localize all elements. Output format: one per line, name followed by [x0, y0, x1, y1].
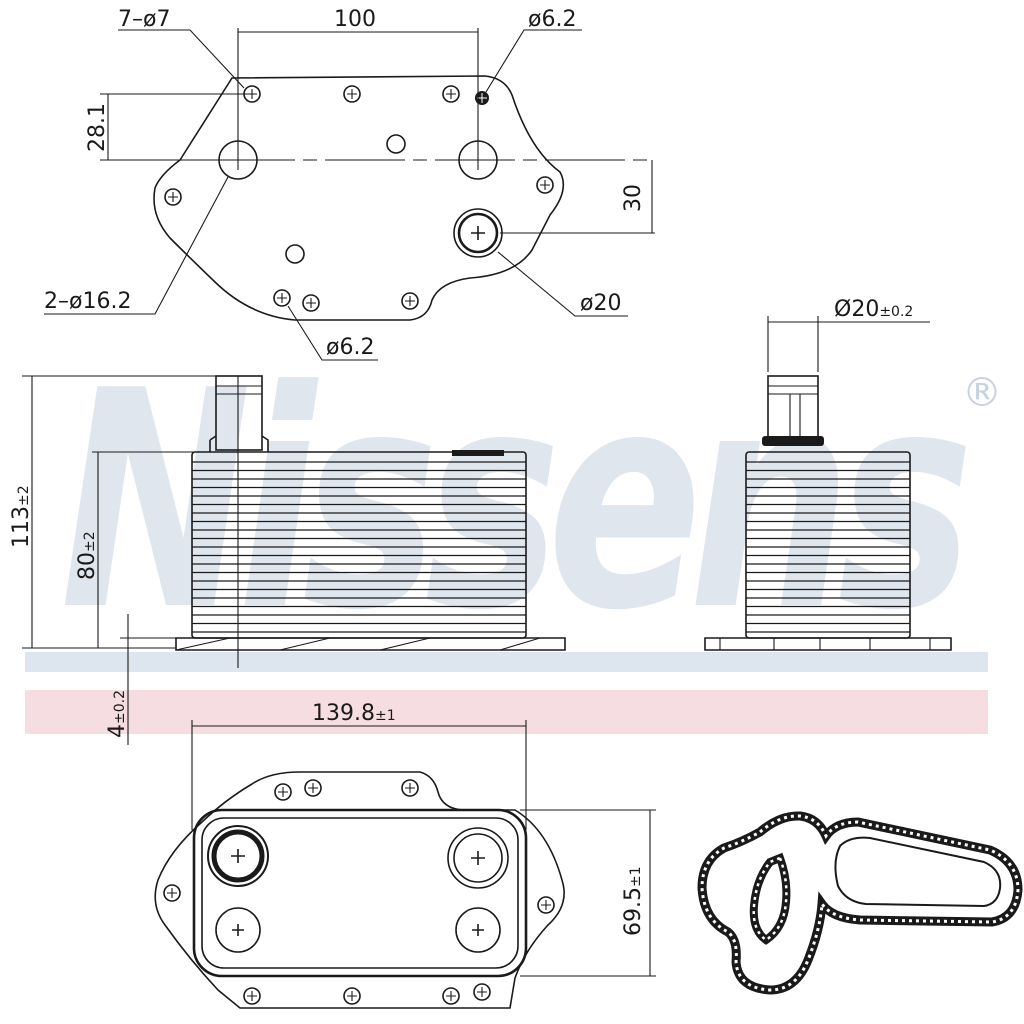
side-view: Ø20±0.2 — [704, 297, 952, 651]
dim-spacing-100: 100 — [237, 7, 479, 170]
bottom-view: 139.8±1 69.5±1 — [154, 701, 656, 1009]
gasket-seal — [697, 811, 1023, 995]
label-113: 113±2 — [9, 485, 34, 548]
port-ring — [447, 827, 509, 889]
side-base-plate — [704, 637, 952, 651]
mount-hole — [163, 884, 181, 902]
port-ring — [207, 825, 269, 887]
plate-outline — [153, 75, 565, 321]
dim-offset-30: 30 — [500, 160, 655, 234]
label-pipe-20: Ø20±0.2 — [834, 297, 913, 322]
mount-hole — [536, 176, 554, 194]
label-69-5: 69.5±1 — [621, 866, 646, 936]
front-stack-cap — [452, 450, 504, 456]
locating-hole — [285, 244, 305, 264]
port-hole — [215, 907, 261, 953]
gasket-port-ring — [749, 852, 791, 945]
mount-hole — [401, 292, 419, 310]
side-pipe-collar — [762, 436, 824, 446]
dim-hole-6-2-top: ø6.2 — [485, 7, 582, 93]
mount-hole — [304, 779, 322, 797]
label-2x16-2: 2–ø16.2 — [44, 289, 131, 314]
dim-hole-6-2-bottom: ø6.2 — [287, 305, 378, 361]
gasket-outline-inner — [700, 814, 1020, 992]
plate-holes — [164, 85, 554, 312]
label-6-2-top: ø6.2 — [528, 7, 576, 32]
bottom-core-rect — [192, 808, 528, 978]
port-hole-20 — [453, 208, 503, 258]
label-6-2-bottom: ø6.2 — [326, 335, 374, 360]
label-28-1: 28.1 — [85, 103, 110, 152]
dim-holes-2x16-2: 2–ø16.2 — [44, 176, 229, 315]
mount-hole — [537, 896, 555, 914]
gasket-inner-ring — [834, 836, 1002, 908]
side-fins — [746, 461, 910, 633]
label-80: 80±2 — [75, 531, 100, 580]
dim-width-139-8: 139.8±1 — [191, 701, 527, 830]
brand-watermark: Nissens ® — [60, 327, 1002, 676]
dim-base-4: 4±0.2 — [105, 614, 176, 745]
mount-hole — [401, 779, 419, 797]
label-100: 100 — [334, 7, 376, 32]
mount-hole — [164, 188, 182, 206]
dim-height-113: 113±2 — [9, 375, 240, 649]
small-hole — [475, 91, 489, 105]
brand-band-red — [25, 690, 988, 734]
bottom-plate-outline — [154, 771, 565, 1009]
mount-hole — [274, 783, 292, 801]
label-4: 4±0.2 — [105, 690, 130, 738]
port-hole — [455, 907, 501, 953]
mount-hole — [343, 987, 361, 1005]
mount-hole — [442, 987, 460, 1005]
label-30: 30 — [621, 184, 646, 212]
mount-hole — [302, 294, 320, 312]
watermark-text: Nissens — [60, 327, 966, 676]
brand-band-blue — [25, 652, 988, 672]
front-base-plate — [175, 637, 566, 651]
registered-mark: ® — [962, 370, 1002, 416]
dim-hole-20: ø20 — [497, 251, 628, 317]
top-view-plate: 100 7–ø7 ø6.2 28.1 30 2–ø16.2 ø20 — [44, 7, 655, 361]
dim-depth-69-5: 69.5±1 — [520, 809, 656, 977]
label-20: ø20 — [580, 291, 621, 316]
dim-height-28-1: 28.1 — [85, 93, 252, 161]
mount-hole — [243, 987, 261, 1005]
dim-height-80: 80±2 — [75, 451, 196, 648]
dim-pipe-20: Ø20±0.2 — [767, 297, 930, 372]
dim-holes-7: 7–ø7 — [118, 7, 245, 89]
label-7-holes: 7–ø7 — [118, 7, 170, 32]
front-view: 113±2 80±2 4±0.2 — [9, 375, 566, 745]
mount-hole — [442, 85, 460, 103]
front-fins — [192, 461, 526, 633]
mount-hole — [273, 289, 291, 307]
mount-hole — [473, 983, 491, 1001]
locating-hole — [386, 134, 406, 154]
mount-hole — [343, 85, 361, 103]
bottom-holes — [163, 779, 555, 1005]
label-139-8: 139.8±1 — [312, 701, 396, 726]
